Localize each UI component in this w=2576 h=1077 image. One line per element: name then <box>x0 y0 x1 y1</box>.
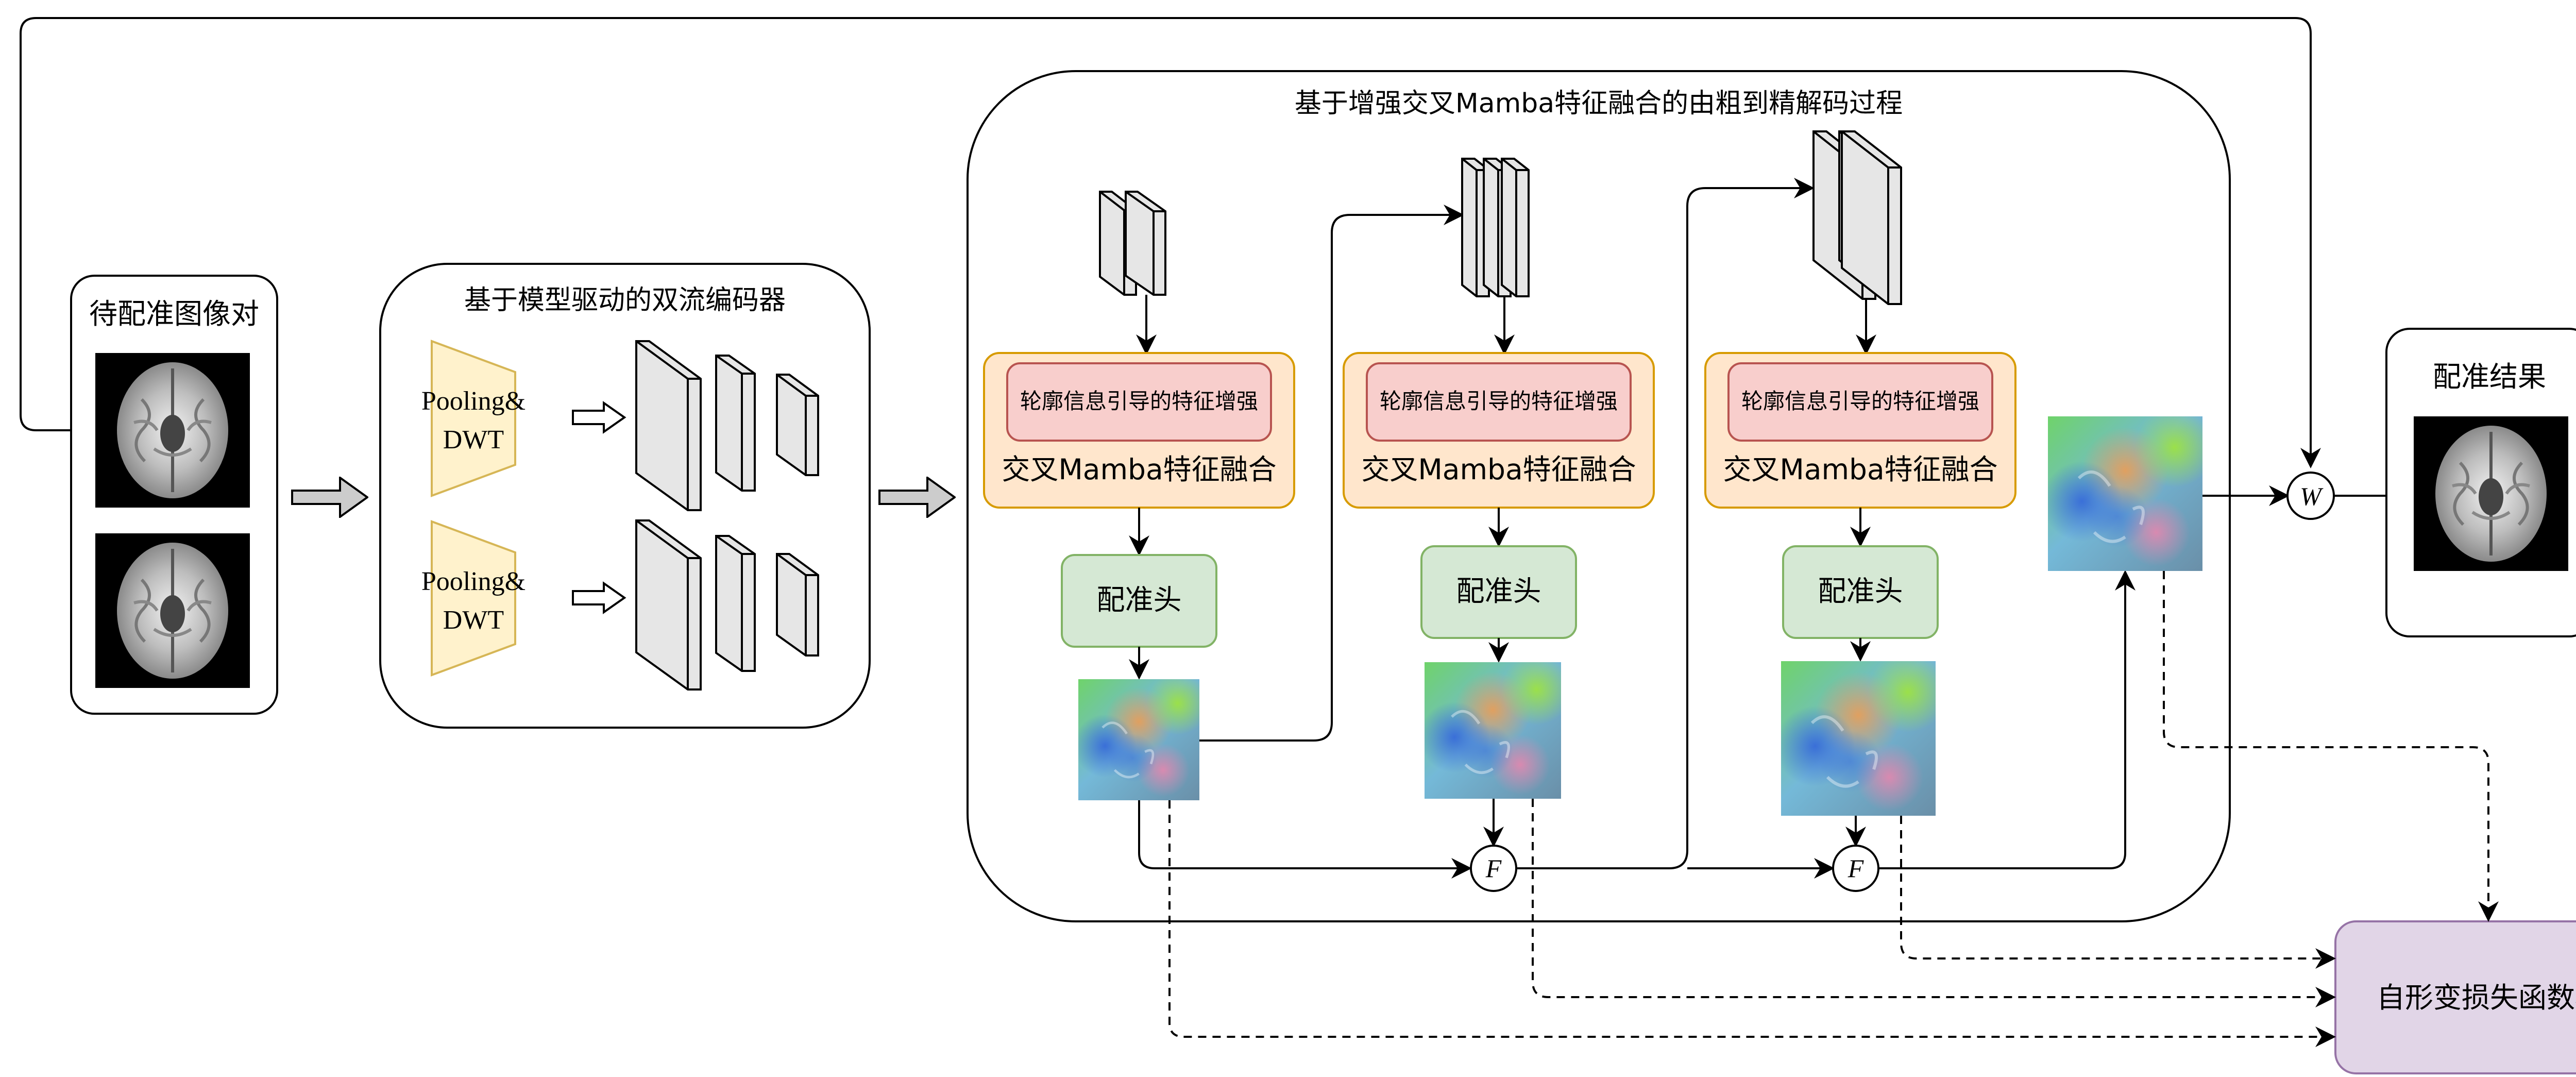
enhance-label: 轮廓信息引导的特征增强 <box>1020 389 1258 414</box>
hollow-arrow-top <box>572 401 626 434</box>
encoder-title: 基于模型驱动的双流编码器 <box>464 285 786 316</box>
loss-box: 自形变损失函数项 <box>2334 920 2576 1074</box>
registered-image <box>2414 416 2568 571</box>
enhance-label: 轮廓信息引导的特征增强 <box>1741 389 1979 414</box>
hollow-arrow-bottom <box>572 581 626 614</box>
fusion-label: 交叉Mamba特征融合 <box>1002 453 1276 486</box>
enhance-block-3 <box>1727 362 1993 442</box>
compose-symbol: F <box>1848 854 1864 883</box>
final-field-to-loss-line <box>2163 571 2499 922</box>
stage2-feature-block <box>1461 158 1530 297</box>
compose-node-1: F <box>1470 845 1517 892</box>
moving-image <box>95 353 250 508</box>
pooling-dwt-block-bottom: Pooling& DWT <box>421 520 526 677</box>
compose-symbol: F <box>1485 854 1502 883</box>
decoder-stage-1: 轮廓信息引导的特征增强 交叉Mamba特征融合 配准头 <box>983 191 1295 800</box>
decoder-stage-3: 轮廓信息引导的特征增强 交叉Mamba特征融合 配准头 <box>1704 130 2016 816</box>
enhance-block-2 <box>1366 362 1632 442</box>
deformation-field-2 <box>1419 654 1572 799</box>
skip-connection-line <box>20 17 2321 468</box>
input-panel: 待配准图像对 <box>70 275 278 715</box>
stage2-to-stage3-line <box>1517 178 1815 869</box>
warp-node: W <box>2286 472 2335 520</box>
input-to-encoder-arrow <box>291 477 368 518</box>
reg-head-label: 配准头 <box>1096 583 1181 616</box>
deformation-field-3 <box>1775 652 1948 816</box>
decoder-title: 基于增强交叉Mamba特征融合的由粗到精解码过程 <box>1295 88 1903 119</box>
compose-node-2: F <box>1832 845 1879 892</box>
field1-to-loss-line <box>1168 800 2336 1047</box>
final-deformation-field <box>2042 407 2215 571</box>
loss-label: 自形变损失函数项 <box>2377 981 2576 1014</box>
result-title: 配准结果 <box>2433 360 2546 393</box>
deformation-field-1 <box>1074 672 1209 800</box>
enhance-block-1 <box>1006 362 1272 442</box>
fusion-label: 交叉Mamba特征融合 <box>1361 453 1636 486</box>
pooling-label: Pooling& <box>421 386 526 416</box>
enhance-label: 轮廓信息引导的特征增强 <box>1380 389 1618 414</box>
encoder-features-top <box>635 340 819 511</box>
stage1-feature-block <box>1099 191 1166 296</box>
encoder-to-decoder-arrow <box>878 477 956 518</box>
field2-to-loss-line <box>1532 799 2336 1007</box>
stage3-feature-block <box>1812 130 1902 305</box>
field1-to-compose1-line <box>1138 800 1472 879</box>
result-panel: 配准结果 <box>2385 328 2576 637</box>
dwt-label: DWT <box>443 605 504 635</box>
encoder-features-bottom <box>635 519 819 691</box>
compose2-to-final-field-line <box>1878 570 2136 869</box>
reg-head-label: 配准头 <box>1818 575 1903 608</box>
decoder-stage-2: 轮廓信息引导的特征增强 交叉Mamba特征融合 配准头 <box>1343 158 1655 799</box>
fusion-label: 交叉Mamba特征融合 <box>1723 453 1997 486</box>
warp-symbol: W <box>2300 482 2324 511</box>
reg-head-label: 配准头 <box>1456 575 1541 608</box>
encoder-panel: 基于模型驱动的双流编码器 Pooling& DWT Pooling& DWT <box>379 263 871 729</box>
field3-to-loss-line <box>1900 816 2336 969</box>
pooling-dwt-block-top: Pooling& DWT <box>421 340 526 497</box>
decoder-panel: 基于增强交叉Mamba特征融合的由粗到精解码过程 轮廓信息引导的特征增强 交叉M… <box>967 70 2231 922</box>
fixed-image <box>95 533 250 688</box>
stage1-to-stage2-line <box>1199 205 1464 742</box>
pooling-label: Pooling& <box>421 567 526 596</box>
dwt-label: DWT <box>443 425 504 455</box>
input-title: 待配准图像对 <box>89 297 259 330</box>
